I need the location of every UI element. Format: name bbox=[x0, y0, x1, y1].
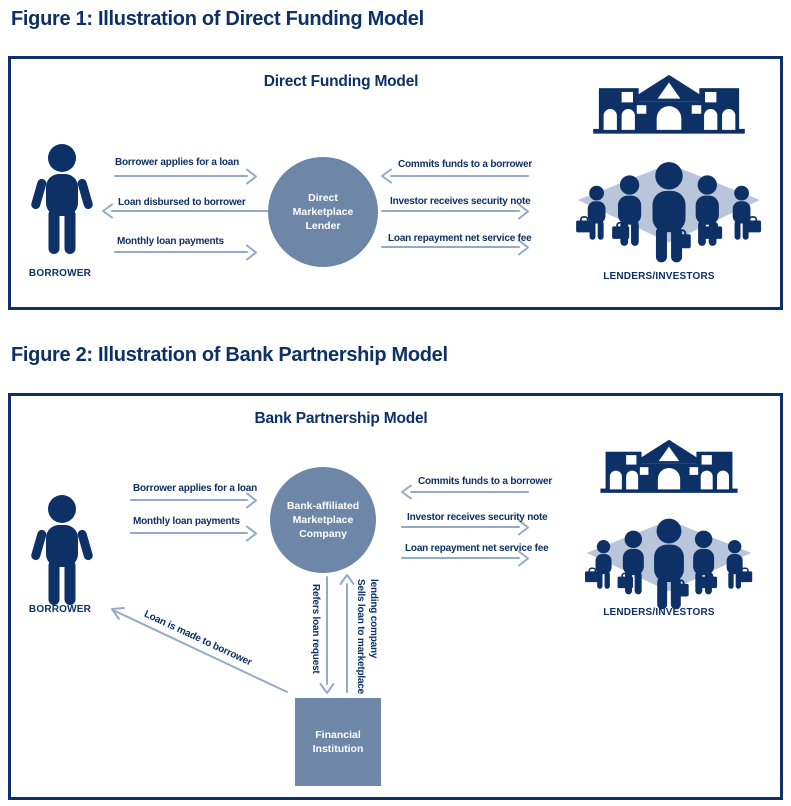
label-loan-repayment: Loan repayment net service fee bbox=[388, 233, 532, 244]
figure2-arrows-layer bbox=[111, 484, 529, 694]
arrow-monthly-payments bbox=[130, 525, 257, 542]
arrow-commits-funds bbox=[401, 484, 529, 500]
arrow-security-note bbox=[381, 203, 529, 220]
label-monthly-payments: Monthly loan payments bbox=[117, 236, 224, 247]
borrower-label: BORROWER bbox=[28, 268, 92, 279]
lenders-label: LENDERS/INVESTORS bbox=[603, 271, 715, 282]
figure2-panel: Bank Partnership Model bbox=[8, 393, 783, 800]
arrow-borrower-applies bbox=[114, 168, 257, 185]
figure1-heading: Figure 1: Illustration of Direct Funding… bbox=[11, 8, 424, 30]
arrow-loan-made bbox=[111, 607, 288, 693]
direct-marketplace-lender-hub: Direct Marketplace Lender bbox=[268, 157, 378, 267]
hub-label: Direct Marketplace Lender bbox=[292, 192, 354, 232]
figure1-arrows-layer bbox=[102, 168, 529, 261]
borrower-icon bbox=[31, 495, 93, 605]
arrow-security-note bbox=[401, 519, 529, 536]
financial-institution-label: Financial Institution bbox=[312, 729, 364, 755]
lenders-investors-icon bbox=[574, 73, 764, 272]
label-loan-disbursed: Loan disbursed to borrower bbox=[118, 197, 246, 208]
label-monthly-payments: Monthly loan payments bbox=[133, 516, 240, 527]
figure2-heading: Figure 2: Illustration of Bank Partnersh… bbox=[11, 344, 448, 366]
arrow-borrower-applies bbox=[130, 492, 257, 509]
figure2-panel-title: Bank Partnership Model bbox=[254, 410, 428, 427]
lenders-label: LENDERS/INVESTORS bbox=[603, 607, 715, 618]
label-commits-funds: Commits funds to a borrower bbox=[418, 476, 553, 487]
arrow-loan-repayment bbox=[401, 550, 529, 567]
arrow-commits-funds bbox=[381, 168, 529, 184]
label-borrower-applies: Borrower applies for a loan bbox=[115, 157, 240, 168]
label-commits-funds: Commits funds to a borrower bbox=[398, 159, 533, 170]
borrower-label: BORROWER bbox=[28, 604, 92, 615]
arrow-loan-repayment bbox=[381, 239, 529, 256]
bank-affiliated-marketplace-hub: Bank-affiliated Marketplace Company bbox=[270, 467, 376, 573]
lenders-investors-icon bbox=[583, 438, 755, 618]
financial-institution-box: Financial Institution bbox=[295, 698, 381, 786]
arrow-sells-loan bbox=[339, 574, 355, 693]
label-sells-loan: Sells loan to marketplace lending compan… bbox=[355, 579, 379, 695]
label-security-note: Investor receives security note bbox=[407, 512, 548, 523]
label-refers-loan: Refers loan request bbox=[310, 584, 321, 674]
label-security-note: Investor receives security note bbox=[390, 196, 531, 207]
arrow-monthly-payments bbox=[114, 244, 257, 261]
arrow-loan-disbursed bbox=[102, 203, 284, 219]
figure1-panel: Direct Funding Model BORROWER bbox=[8, 56, 783, 310]
label-loan-repayment: Loan repayment net service fee bbox=[405, 543, 549, 554]
hub-label: Bank-affiliated Marketplace Company bbox=[286, 500, 360, 540]
arrow-refers-loan bbox=[319, 576, 335, 694]
figure1-panel-title: Direct Funding Model bbox=[263, 73, 419, 90]
label-borrower-applies: Borrower applies for a loan bbox=[133, 483, 258, 494]
borrower-icon bbox=[31, 144, 93, 254]
